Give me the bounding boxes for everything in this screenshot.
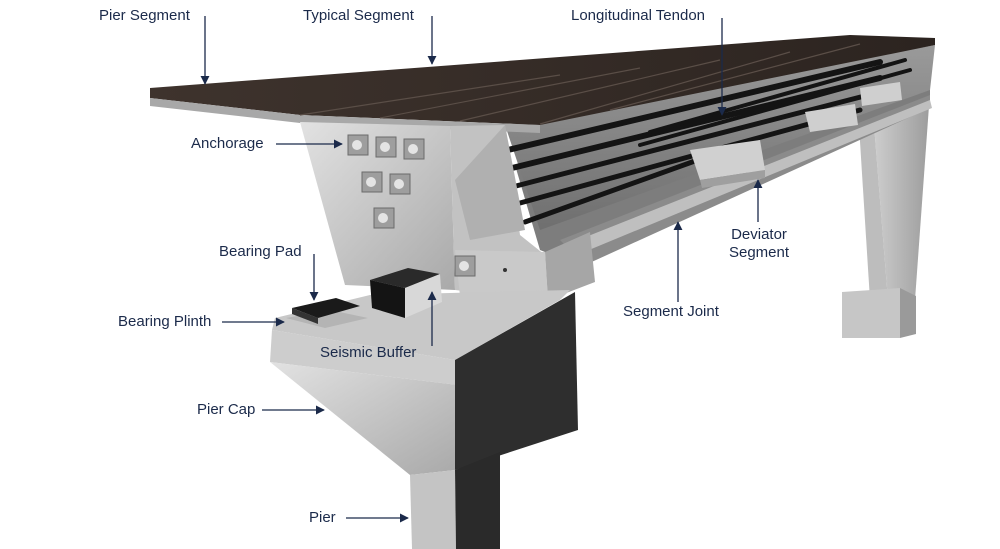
label-anchorage: Anchorage xyxy=(191,135,264,152)
label-pier-segment: Pier Segment xyxy=(99,7,190,24)
deck xyxy=(150,35,935,133)
label-deviator-segment: Deviator Segment xyxy=(724,226,794,262)
leader-arrows xyxy=(200,16,763,523)
pier-segment xyxy=(300,122,595,300)
label-pier-cap: Pier Cap xyxy=(197,401,256,418)
deviator-segments xyxy=(690,82,902,188)
label-deviator-line2: Segment xyxy=(728,244,790,261)
far-pier xyxy=(842,92,930,338)
label-bearing-pad: Bearing Pad xyxy=(219,243,302,260)
label-pier: Pier xyxy=(309,509,336,526)
label-bearing-plinth: Bearing Plinth xyxy=(118,313,212,330)
label-seismic-buffer: Seismic Buffer xyxy=(320,344,417,361)
longitudinal-tendons xyxy=(505,58,912,225)
label-deviator-line1: Deviator xyxy=(731,226,787,243)
label-typical-segment: Typical Segment xyxy=(303,7,414,24)
label-segment-joint: Segment Joint xyxy=(623,303,719,320)
label-longitudinal-tendon: Longitudinal Tendon xyxy=(571,7,706,24)
bearings xyxy=(286,268,442,328)
anchorage-blocks xyxy=(347,134,507,277)
